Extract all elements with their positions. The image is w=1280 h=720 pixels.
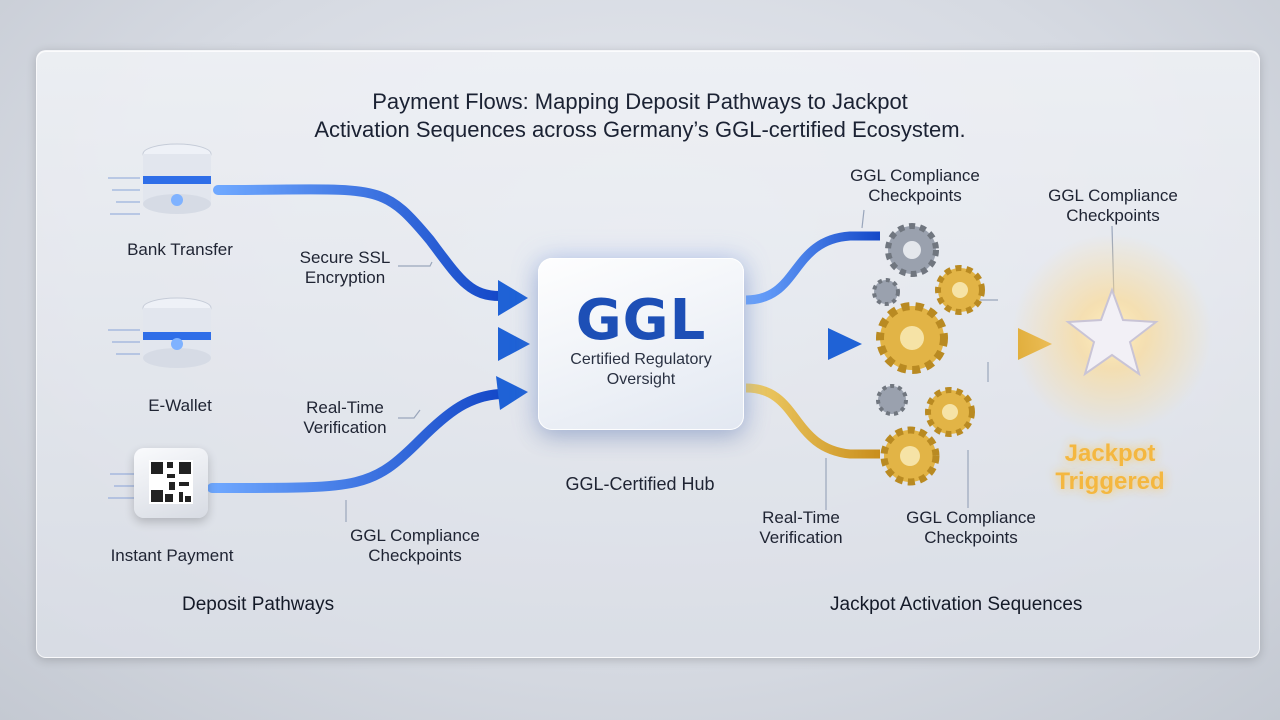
arrow-instant-payment [496,376,528,410]
gear-icon [880,426,940,486]
gear-icon [872,278,900,306]
arrow-bank-transfer [498,280,528,316]
qr-code-icon [134,448,208,518]
flow-instant-payment [207,389,505,494]
flow-right-bottom [745,383,880,459]
section-deposit-pathways: Deposit Pathways [182,594,335,615]
source-label-bank-transfer: Bank Transfer [127,240,233,259]
flow-bank-transfer [213,184,505,301]
gear-icon [925,387,975,437]
gear-icon [885,223,939,277]
label-compliance-left: GGL Compliance Checkpoints [350,526,480,565]
label-compliance-bottom: GGL Compliance Checkpoints [906,508,1036,547]
star-icon [1065,287,1159,377]
diagram-title: Payment Flows: Mapping Deposit Pathways … [314,89,966,142]
hub-subtitle: Certified Regulatory Oversight [570,351,712,388]
gear-icon [876,384,908,416]
label-compliance-right: GGL Compliance Checkpoints [1048,186,1178,225]
jackpot-triggered-label: Jackpot Triggered [1055,440,1165,495]
hub-caption: GGL-Certified Hub [565,474,715,494]
ggl-logo: GGL [575,288,707,353]
label-real-time-verification-right: Real-Time Verification [759,508,843,547]
source-label-e-wallet: E-Wallet [148,396,212,415]
ggl-hub: GGL Certified Regulatory Oversight [538,258,744,430]
arrow-right-middle [828,328,862,360]
label-real-time-verification-left: Real-Time Verification [303,398,387,437]
circuit-traces [108,177,140,499]
label-compliance-top: GGL Compliance Checkpoints [850,166,980,205]
flow-right-top [745,231,880,305]
database-icon [142,297,212,368]
label-secure-ssl: Secure SSL Encryption [299,248,391,287]
gear-icon [876,302,948,374]
arrow-e-wallet [498,327,530,361]
source-label-instant-payment: Instant Payment [110,546,234,565]
database-icon [142,143,212,214]
gear-icon [935,265,985,315]
section-jackpot-activation: Jackpot Activation Sequences [830,594,1083,615]
